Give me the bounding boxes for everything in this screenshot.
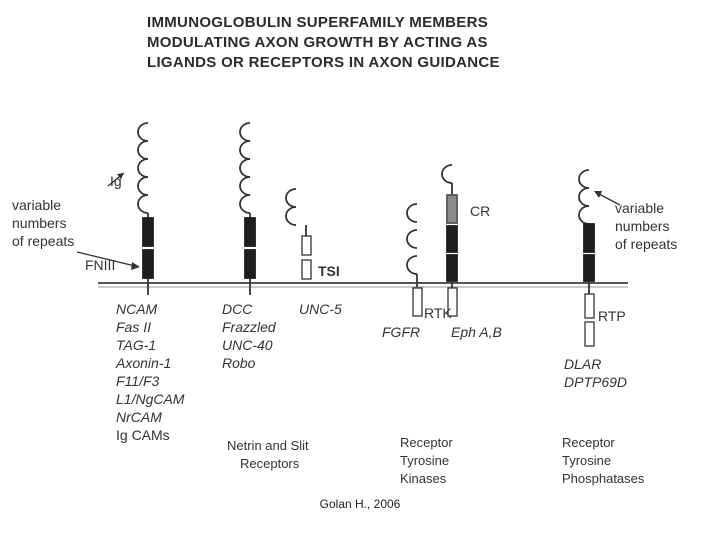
- tsi-domain: [301, 259, 312, 280]
- member-label: Ig CAMs: [116, 427, 170, 443]
- variable-label-left-1: variable: [12, 197, 62, 213]
- dlar-molecule: [578, 169, 595, 347]
- member-label: Frazzled: [222, 319, 276, 335]
- member-label: Robo: [222, 355, 256, 371]
- ig-loop: [285, 188, 297, 208]
- cr-domain: [446, 194, 458, 224]
- ig-loop: [239, 122, 251, 142]
- member-label: Fas II: [116, 319, 152, 335]
- variable-label-left-3: of repeats: [12, 233, 75, 249]
- fniii-domain: [583, 254, 595, 282]
- unc5-molecule: [285, 188, 312, 280]
- ig-loop: [137, 140, 149, 160]
- repeats-arrowhead: [594, 191, 602, 198]
- variable-label-left-2: numbers: [12, 215, 67, 231]
- ig-loop: [137, 176, 149, 196]
- fniii-domain: [244, 217, 256, 247]
- fniii-arrow: [76, 251, 136, 267]
- category-label: Netrin and Slit: [227, 438, 309, 453]
- fniii-domain: [446, 254, 458, 282]
- member-label: DLAR: [564, 356, 602, 372]
- variable-label-right-1: variable: [615, 200, 665, 216]
- fgfr-molecule: [406, 203, 423, 317]
- category-label: Tyrosine: [562, 453, 612, 468]
- member-label: UNC-5: [299, 301, 342, 317]
- title-line-3: LIGANDS OR RECEPTORS IN AXON GUIDANCE: [147, 54, 500, 71]
- ig-loop: [578, 205, 590, 225]
- member-label: Eph A,B: [451, 324, 502, 340]
- ig-loop: [239, 158, 251, 178]
- ig-loop: [441, 164, 453, 184]
- member-label: Axonin-1: [116, 355, 172, 371]
- ig-loop: [578, 187, 590, 207]
- ptp-domain: [584, 321, 595, 347]
- ig-loop: [406, 229, 418, 249]
- category-label: Kinases: [400, 471, 447, 486]
- member-label: NCAM: [116, 301, 158, 317]
- category-label: Tyrosine: [400, 453, 450, 468]
- fniii-domain: [583, 223, 595, 253]
- fniii-domain: [446, 225, 458, 253]
- ig-loop: [239, 176, 251, 196]
- ig-loop: [239, 194, 251, 214]
- fniii-label: FNIII: [85, 257, 116, 273]
- title-line-1: IMMUNOGLOBULIN SUPERFAMILY MEMBERS: [147, 14, 489, 31]
- tsi-domain: [301, 235, 312, 256]
- member-label: F11/F3: [116, 373, 160, 389]
- fniii-domain: [142, 217, 154, 247]
- ig-loop: [285, 206, 297, 226]
- category-label: Phosphatases: [562, 471, 645, 486]
- member-label: NrCAM: [116, 409, 162, 425]
- title-line-2: MODULATING AXON GROWTH BY ACTING AS: [147, 34, 488, 51]
- tk-domain: [412, 287, 423, 317]
- category-label: Receptor: [400, 435, 453, 450]
- ig-loop: [239, 140, 251, 160]
- member-label: DPTP69D: [564, 374, 628, 390]
- fniii-domain: [142, 249, 154, 279]
- ig-loop: [137, 194, 149, 214]
- member-label: DCC: [222, 301, 253, 317]
- dcc-molecule: [239, 122, 256, 295]
- category-label: Receptor: [562, 435, 615, 450]
- cr-label: CR: [470, 203, 491, 219]
- ig-loop: [578, 169, 590, 189]
- tsi-label: TSI: [318, 263, 340, 279]
- ig-arrowhead: [117, 173, 124, 179]
- ig-loop: [137, 122, 149, 142]
- member-label: TAG-1: [116, 337, 157, 353]
- igcam-molecule: [137, 122, 154, 295]
- variable-label-right-3: of repeats: [615, 236, 678, 252]
- category-label: Receptors: [240, 456, 300, 471]
- fniii-domain: [244, 249, 256, 279]
- member-label: FGFR: [382, 324, 421, 340]
- credit-caption: Golan H., 2006: [319, 497, 401, 511]
- tk-domain: [447, 287, 458, 317]
- variable-label-right-2: numbers: [615, 218, 670, 234]
- ig-loop: [137, 158, 149, 178]
- rtp-label: RTP: [598, 308, 626, 324]
- eph-molecule: [441, 164, 458, 317]
- repeats-arrow: [598, 193, 621, 206]
- ig-loop: [406, 203, 418, 223]
- fniii-arrowhead: [131, 262, 140, 270]
- member-label: UNC-40: [222, 337, 273, 353]
- ptp-domain: [584, 293, 595, 319]
- member-label: L1/NgCAM: [116, 391, 185, 407]
- rtk-label: RTK: [424, 305, 452, 321]
- ig-loop: [406, 255, 418, 275]
- ig-label: Ig: [110, 173, 122, 189]
